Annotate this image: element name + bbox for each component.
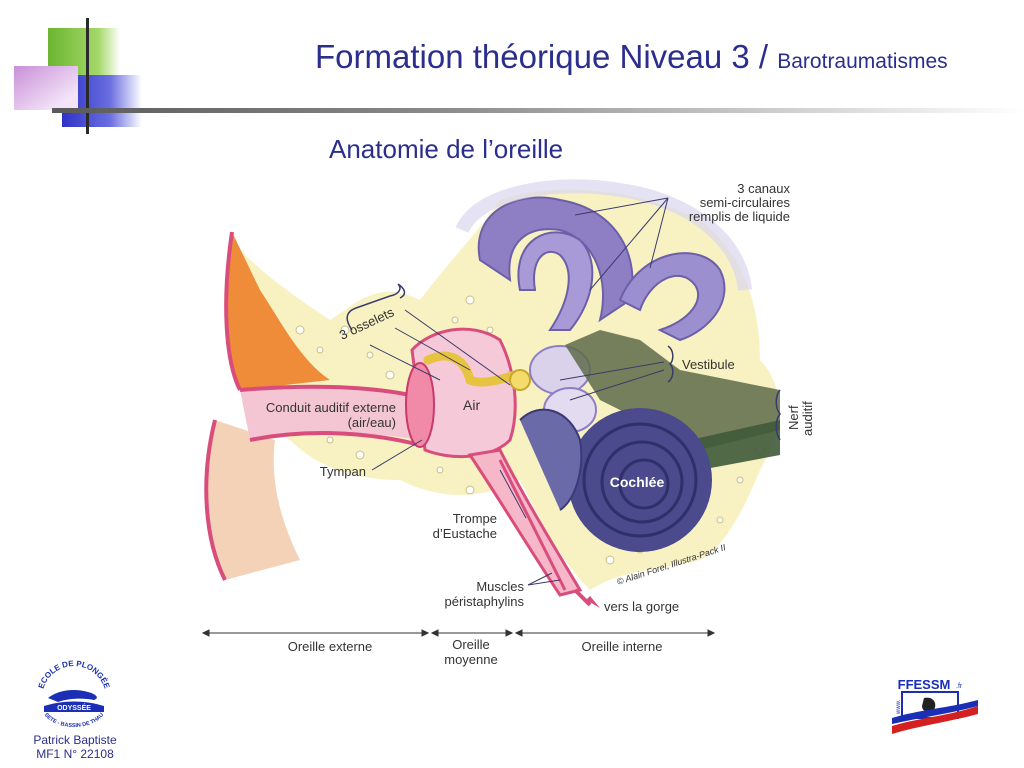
diver-helmet-icon <box>922 697 936 713</box>
dolphin-icon <box>48 690 97 702</box>
author-id: MF1 N° 22108 <box>36 747 114 761</box>
nerf-brace <box>775 389 781 441</box>
eardrum <box>405 362 435 448</box>
region-dividers <box>201 629 716 637</box>
author-name: Patrick Baptiste <box>33 733 117 747</box>
label-muscles-1: Muscles <box>476 579 524 594</box>
svg-text:ECOLE DE PLONGÉE: ECOLE DE PLONGÉE <box>37 660 112 690</box>
label-oreille-moyenne-2: moyenne <box>444 652 497 667</box>
label-tympan: Tympan <box>320 464 366 479</box>
label-gorge: vers la gorge <box>604 599 679 614</box>
outer-ear <box>204 231 330 581</box>
label-conduit-1: Conduit auditif externe <box>266 400 396 415</box>
label-nerf-1: Nerf <box>786 405 801 430</box>
slide-title: Formation théorique Niveau 3 / Barotraum… <box>315 38 948 76</box>
eustachian-tube <box>467 448 600 608</box>
label-canaux-1: 3 canaux <box>737 181 790 196</box>
logo-left-name: ODYSSÉE <box>57 703 91 712</box>
semicircular-canals <box>455 179 752 342</box>
svg-text:SETE - BASSIN DE THAU: SETE - BASSIN DE THAU <box>43 712 106 729</box>
cochlea <box>519 408 712 552</box>
label-cochlee: Cochlée <box>610 474 665 490</box>
label-nerf-2: auditif <box>800 401 815 436</box>
title-main: Formation théorique Niveau 3 / <box>315 38 778 75</box>
ear-canal <box>239 384 421 447</box>
label-trompe-2: d’Eustache <box>433 526 497 541</box>
label-oreille-externe: Oreille externe <box>288 639 373 654</box>
leader-lines <box>369 197 669 586</box>
label-canaux-2: semi-circulaires <box>700 195 791 210</box>
title-sub: Barotraumatismes <box>777 50 948 73</box>
label-oreille-moyenne-1: Oreille <box>452 637 490 652</box>
deco-pink-square <box>14 66 78 110</box>
osselets-brace <box>346 283 406 331</box>
title-rule <box>52 108 1024 113</box>
odyssee-school-logo: ECOLE DE PLONGÉE ODYSSÉE SETE - BASSIN D… <box>37 660 112 729</box>
middle-ear <box>405 327 531 459</box>
slide-subtitle: Anatomie de l’oreille <box>329 134 564 164</box>
logo-right-suffix: .fr <box>956 683 963 690</box>
label-conduit-2: (air/eau) <box>348 415 396 430</box>
auditory-nerve <box>565 330 780 470</box>
vestibule-brace <box>667 345 674 383</box>
deco-vertical-line <box>86 18 89 134</box>
label-muscles-2: péristaphylins <box>445 594 525 609</box>
logo-left-top: ECOLE DE PLONGÉE <box>37 660 112 690</box>
label-oreille-interne: Oreille interne <box>582 639 663 654</box>
logo-right-www: www. <box>896 699 902 715</box>
logo-left-bottom: SETE - BASSIN DE THAU <box>43 712 106 729</box>
label-vestibule: Vestibule <box>682 357 735 372</box>
label-canaux-3: remplis de liquide <box>689 209 790 224</box>
logo-right-text: FFESSM <box>898 677 951 692</box>
author-block: Patrick Baptiste MF1 N° 22108 <box>20 733 130 761</box>
label-trompe-1: Trompe <box>453 511 497 526</box>
label-air: Air <box>463 397 480 413</box>
ffessm-logo: FFESSM .fr www. <box>892 677 978 734</box>
